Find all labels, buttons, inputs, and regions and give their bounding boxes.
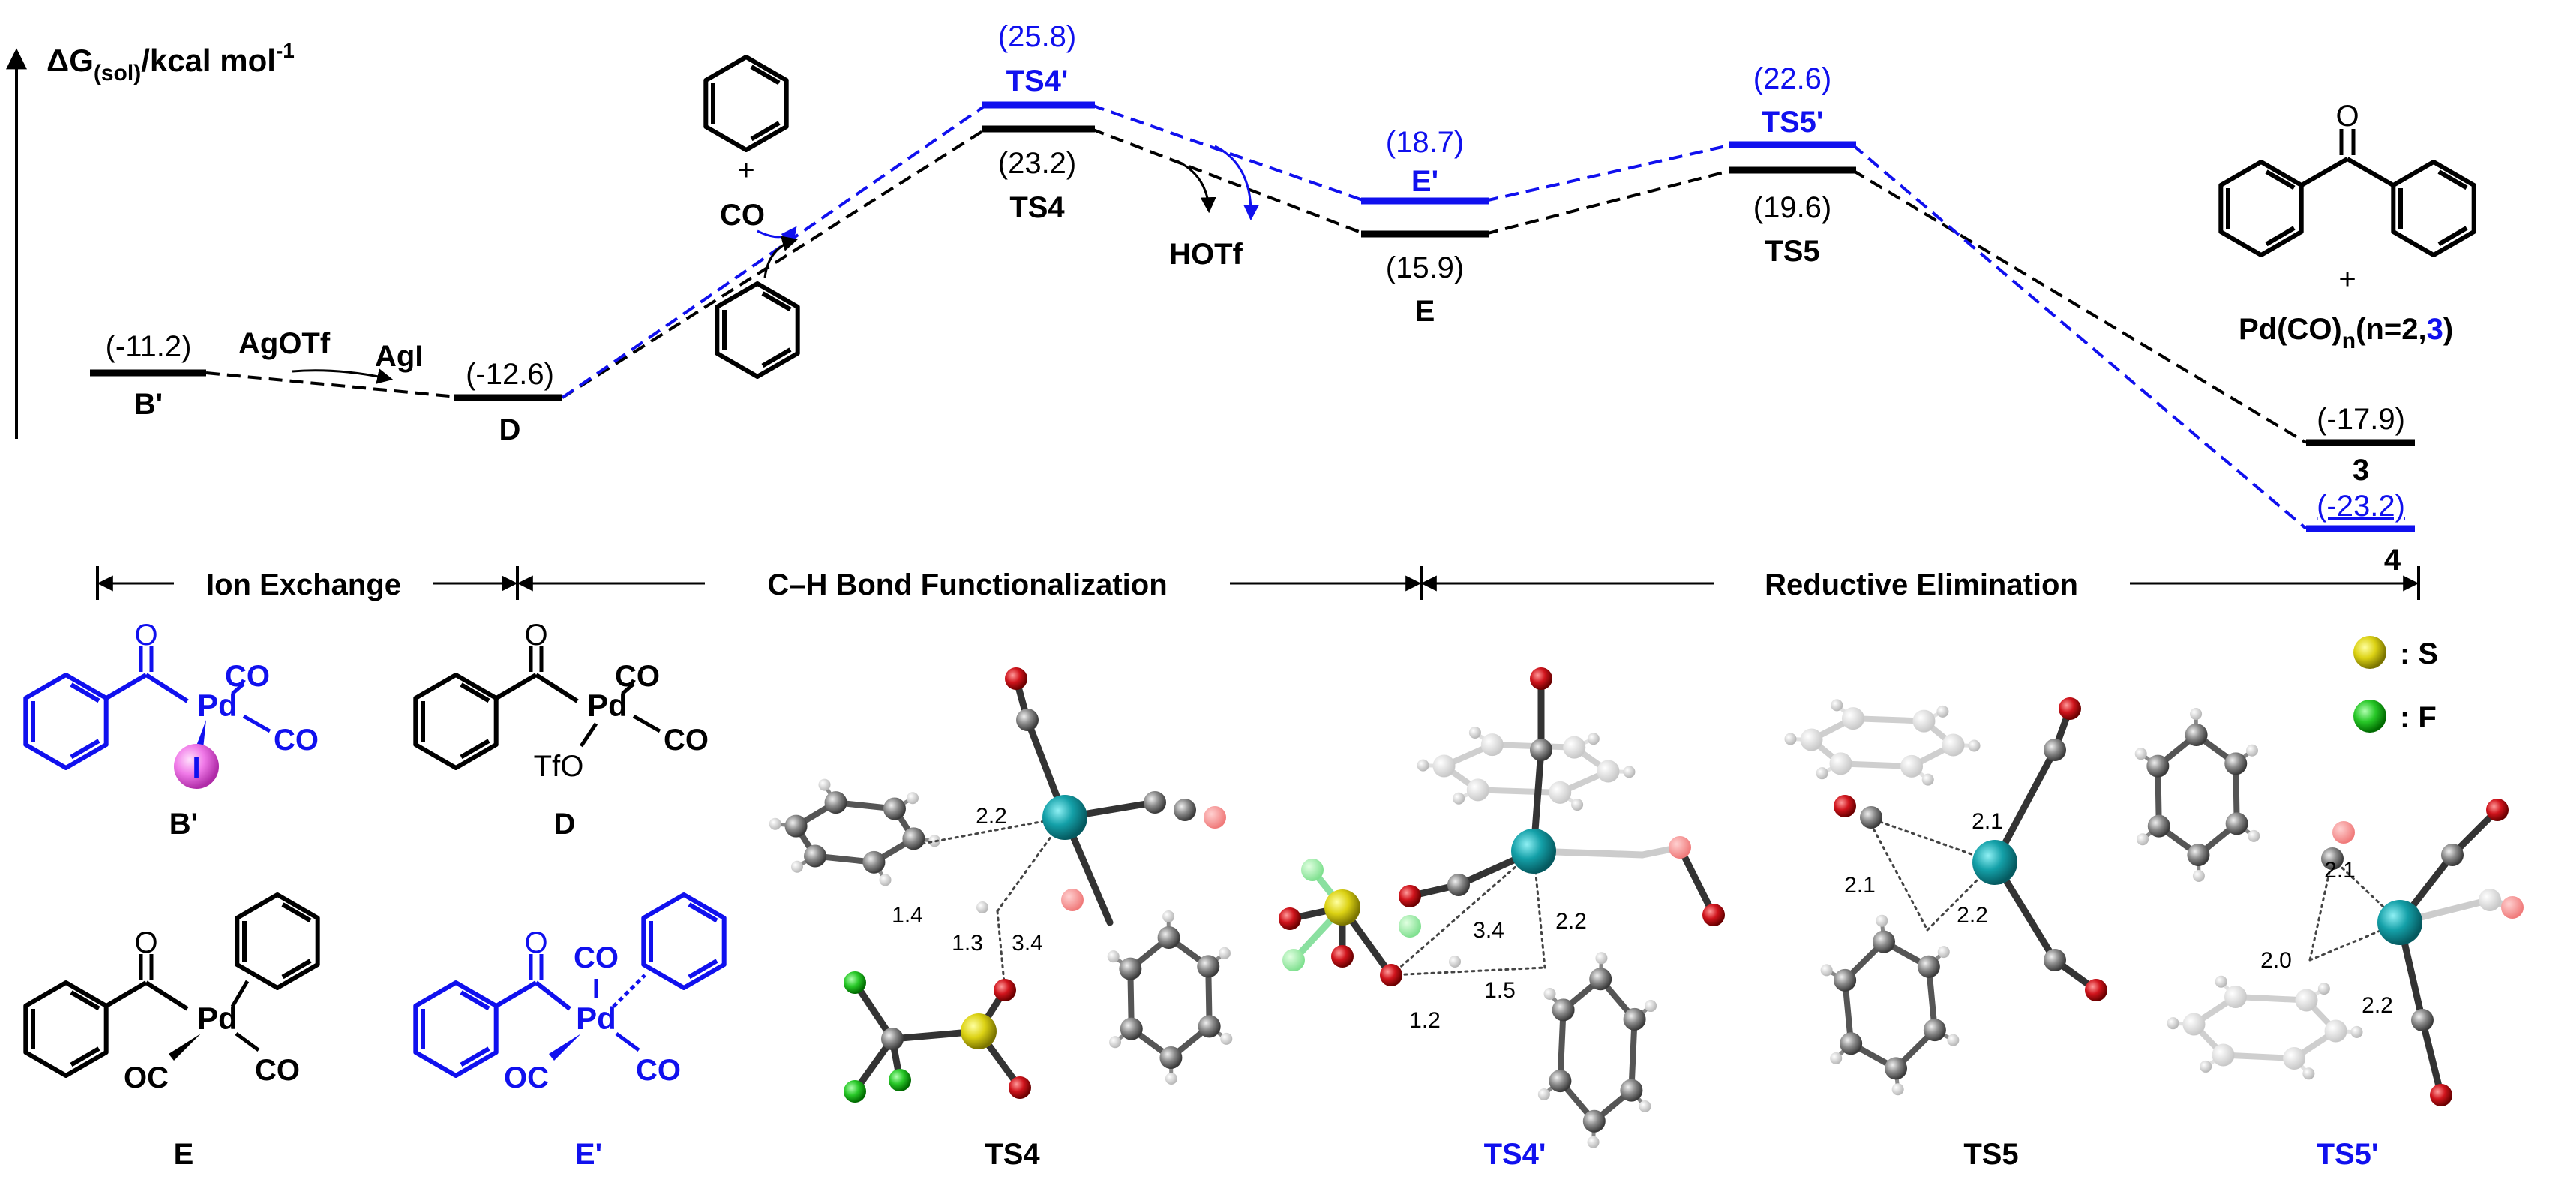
dist-TS4-3: 3.4 xyxy=(1012,931,1043,956)
svg-text:O: O xyxy=(134,619,157,652)
svg-text:I: I xyxy=(192,752,200,784)
svg-text:Pd: Pd xyxy=(197,1000,238,1036)
svg-text:O: O xyxy=(524,926,547,959)
dist-TS4-2: 1.3 xyxy=(952,931,983,956)
label-P4: 4 xyxy=(2384,544,2401,577)
stage-ion-exchange: Ion Exchange xyxy=(206,568,401,602)
energy-E: (15.9) xyxy=(1386,251,1465,284)
legend-sulfur-swatch xyxy=(2353,636,2386,669)
caption-Bp: B' xyxy=(169,808,198,841)
label-TS4: TS4 xyxy=(1009,191,1065,224)
dist-TS5-1: 2.1 xyxy=(1844,873,1876,898)
axis-title: ΔG(sol)/kcal mol-1 xyxy=(46,39,295,86)
structure-D: O Pd CO CO TfO xyxy=(415,619,709,783)
benzene-incoming-icon xyxy=(717,284,797,376)
agotf-label: AgOTf xyxy=(238,327,331,360)
svg-text:CO: CO xyxy=(255,1054,300,1087)
energy-Bp: (-11.2) xyxy=(106,330,192,363)
blue-reaction-path xyxy=(561,104,2308,530)
benzene-black-arrow xyxy=(763,236,799,278)
label-P3: 3 xyxy=(2353,454,2369,487)
pd-co-product: Pd(CO)n(n=2,3) xyxy=(2239,313,2453,353)
svg-text:CO: CO xyxy=(574,941,619,974)
structure-Ep: O Pd CO OC CO xyxy=(415,895,724,1094)
svg-text:O: O xyxy=(2335,100,2359,133)
structure-Bp: O Pd CO CO I xyxy=(25,619,319,789)
caption-D: D xyxy=(554,808,576,841)
stage-reductive-elimination: Reductive Elimination xyxy=(1765,568,2078,602)
black-reaction-path xyxy=(205,128,2308,444)
energy-TS5p: (22.6) xyxy=(1753,62,1832,95)
dist-TS5-2: 2.2 xyxy=(1957,903,1988,928)
label-TS4p: TS4' xyxy=(1006,64,1069,98)
caption-E: E xyxy=(174,1138,194,1171)
svg-text:CO: CO xyxy=(664,724,709,757)
svg-text:CO: CO xyxy=(636,1054,681,1087)
dist-TS4-1: 1.4 xyxy=(892,903,923,928)
structure-E: O Pd OC CO xyxy=(25,895,317,1094)
caption-TS5: TS5 xyxy=(1963,1138,2018,1171)
hotf-label: HOTf xyxy=(1169,238,1243,271)
agi-label: AgI xyxy=(375,340,423,373)
stage-bar xyxy=(96,566,2420,600)
product-plus: + xyxy=(2338,262,2356,296)
energy-TS4: (23.2) xyxy=(998,147,1077,180)
label-Bp: B' xyxy=(134,388,163,421)
dist-TS4p-0: 3.4 xyxy=(1473,918,1504,943)
benzene-reactant-icon xyxy=(706,57,786,150)
co-blue-arrow xyxy=(757,226,797,244)
dist-TS5-0: 2.1 xyxy=(1972,809,2003,834)
dist-TS4p-1: 2.2 xyxy=(1555,909,1587,934)
svg-text:O: O xyxy=(134,926,157,959)
stage-ch-functionalization: C–H Bond Functionalization xyxy=(767,568,1167,602)
energy-D: (-12.6) xyxy=(466,358,554,391)
legend-sulfur-label: : S xyxy=(2400,638,2438,670)
legend-fluorine-swatch xyxy=(2353,700,2386,733)
benzophenone-icon: O xyxy=(2221,100,2473,255)
label-Ep: E' xyxy=(1411,165,1438,198)
dist-TS4p-2: 1.2 xyxy=(1409,1008,1441,1033)
caption-TS4: TS4 xyxy=(985,1138,1040,1171)
label-D: D xyxy=(499,413,521,446)
legend-fluorine-label: : F xyxy=(2400,701,2437,734)
hotf-blue-arrow xyxy=(1214,145,1259,221)
svg-text:Pd: Pd xyxy=(587,688,628,723)
dist-TS5p-1: 2.0 xyxy=(2260,948,2292,973)
svg-text:CO: CO xyxy=(225,660,270,693)
svg-text:CO: CO xyxy=(274,724,319,757)
agi-arrow xyxy=(292,368,394,384)
label-TS5: TS5 xyxy=(1765,235,1819,268)
svg-text:TfO: TfO xyxy=(534,750,584,783)
caption-TS4p: TS4' xyxy=(1484,1138,1546,1171)
energy-P4: (-23.2) xyxy=(2317,490,2405,523)
energy-P3: (-17.9) xyxy=(2317,403,2405,436)
dist-TS4-0: 2.2 xyxy=(976,804,1007,829)
svg-text:Pd: Pd xyxy=(576,1000,616,1036)
energy-levels xyxy=(90,101,2415,532)
dist-TS5p-0: 2.1 xyxy=(2324,858,2356,883)
energy-TS4p: (25.8) xyxy=(998,20,1077,53)
svg-text:O: O xyxy=(524,619,547,652)
dist-TS5p-2: 2.2 xyxy=(2362,993,2393,1018)
dist-TS4p-3: 1.5 xyxy=(1484,978,1516,1003)
label-E: E xyxy=(1415,295,1435,328)
ts-models xyxy=(769,668,2524,1148)
svg-text:OC: OC xyxy=(124,1061,169,1094)
co-reactant-label: CO xyxy=(720,199,765,232)
energy-TS5: (19.6) xyxy=(1753,191,1832,224)
energy-Ep: (18.7) xyxy=(1386,126,1465,159)
caption-Ep: E' xyxy=(575,1138,602,1171)
caption-TS5p: TS5' xyxy=(2317,1138,2379,1171)
label-TS5p: TS5' xyxy=(1762,106,1824,139)
svg-text:CO: CO xyxy=(615,660,660,693)
hotf-black-arrow xyxy=(1177,160,1216,214)
plus-sign: + xyxy=(737,154,754,187)
svg-text:Pd: Pd xyxy=(197,688,238,723)
svg-text:OC: OC xyxy=(504,1061,549,1094)
